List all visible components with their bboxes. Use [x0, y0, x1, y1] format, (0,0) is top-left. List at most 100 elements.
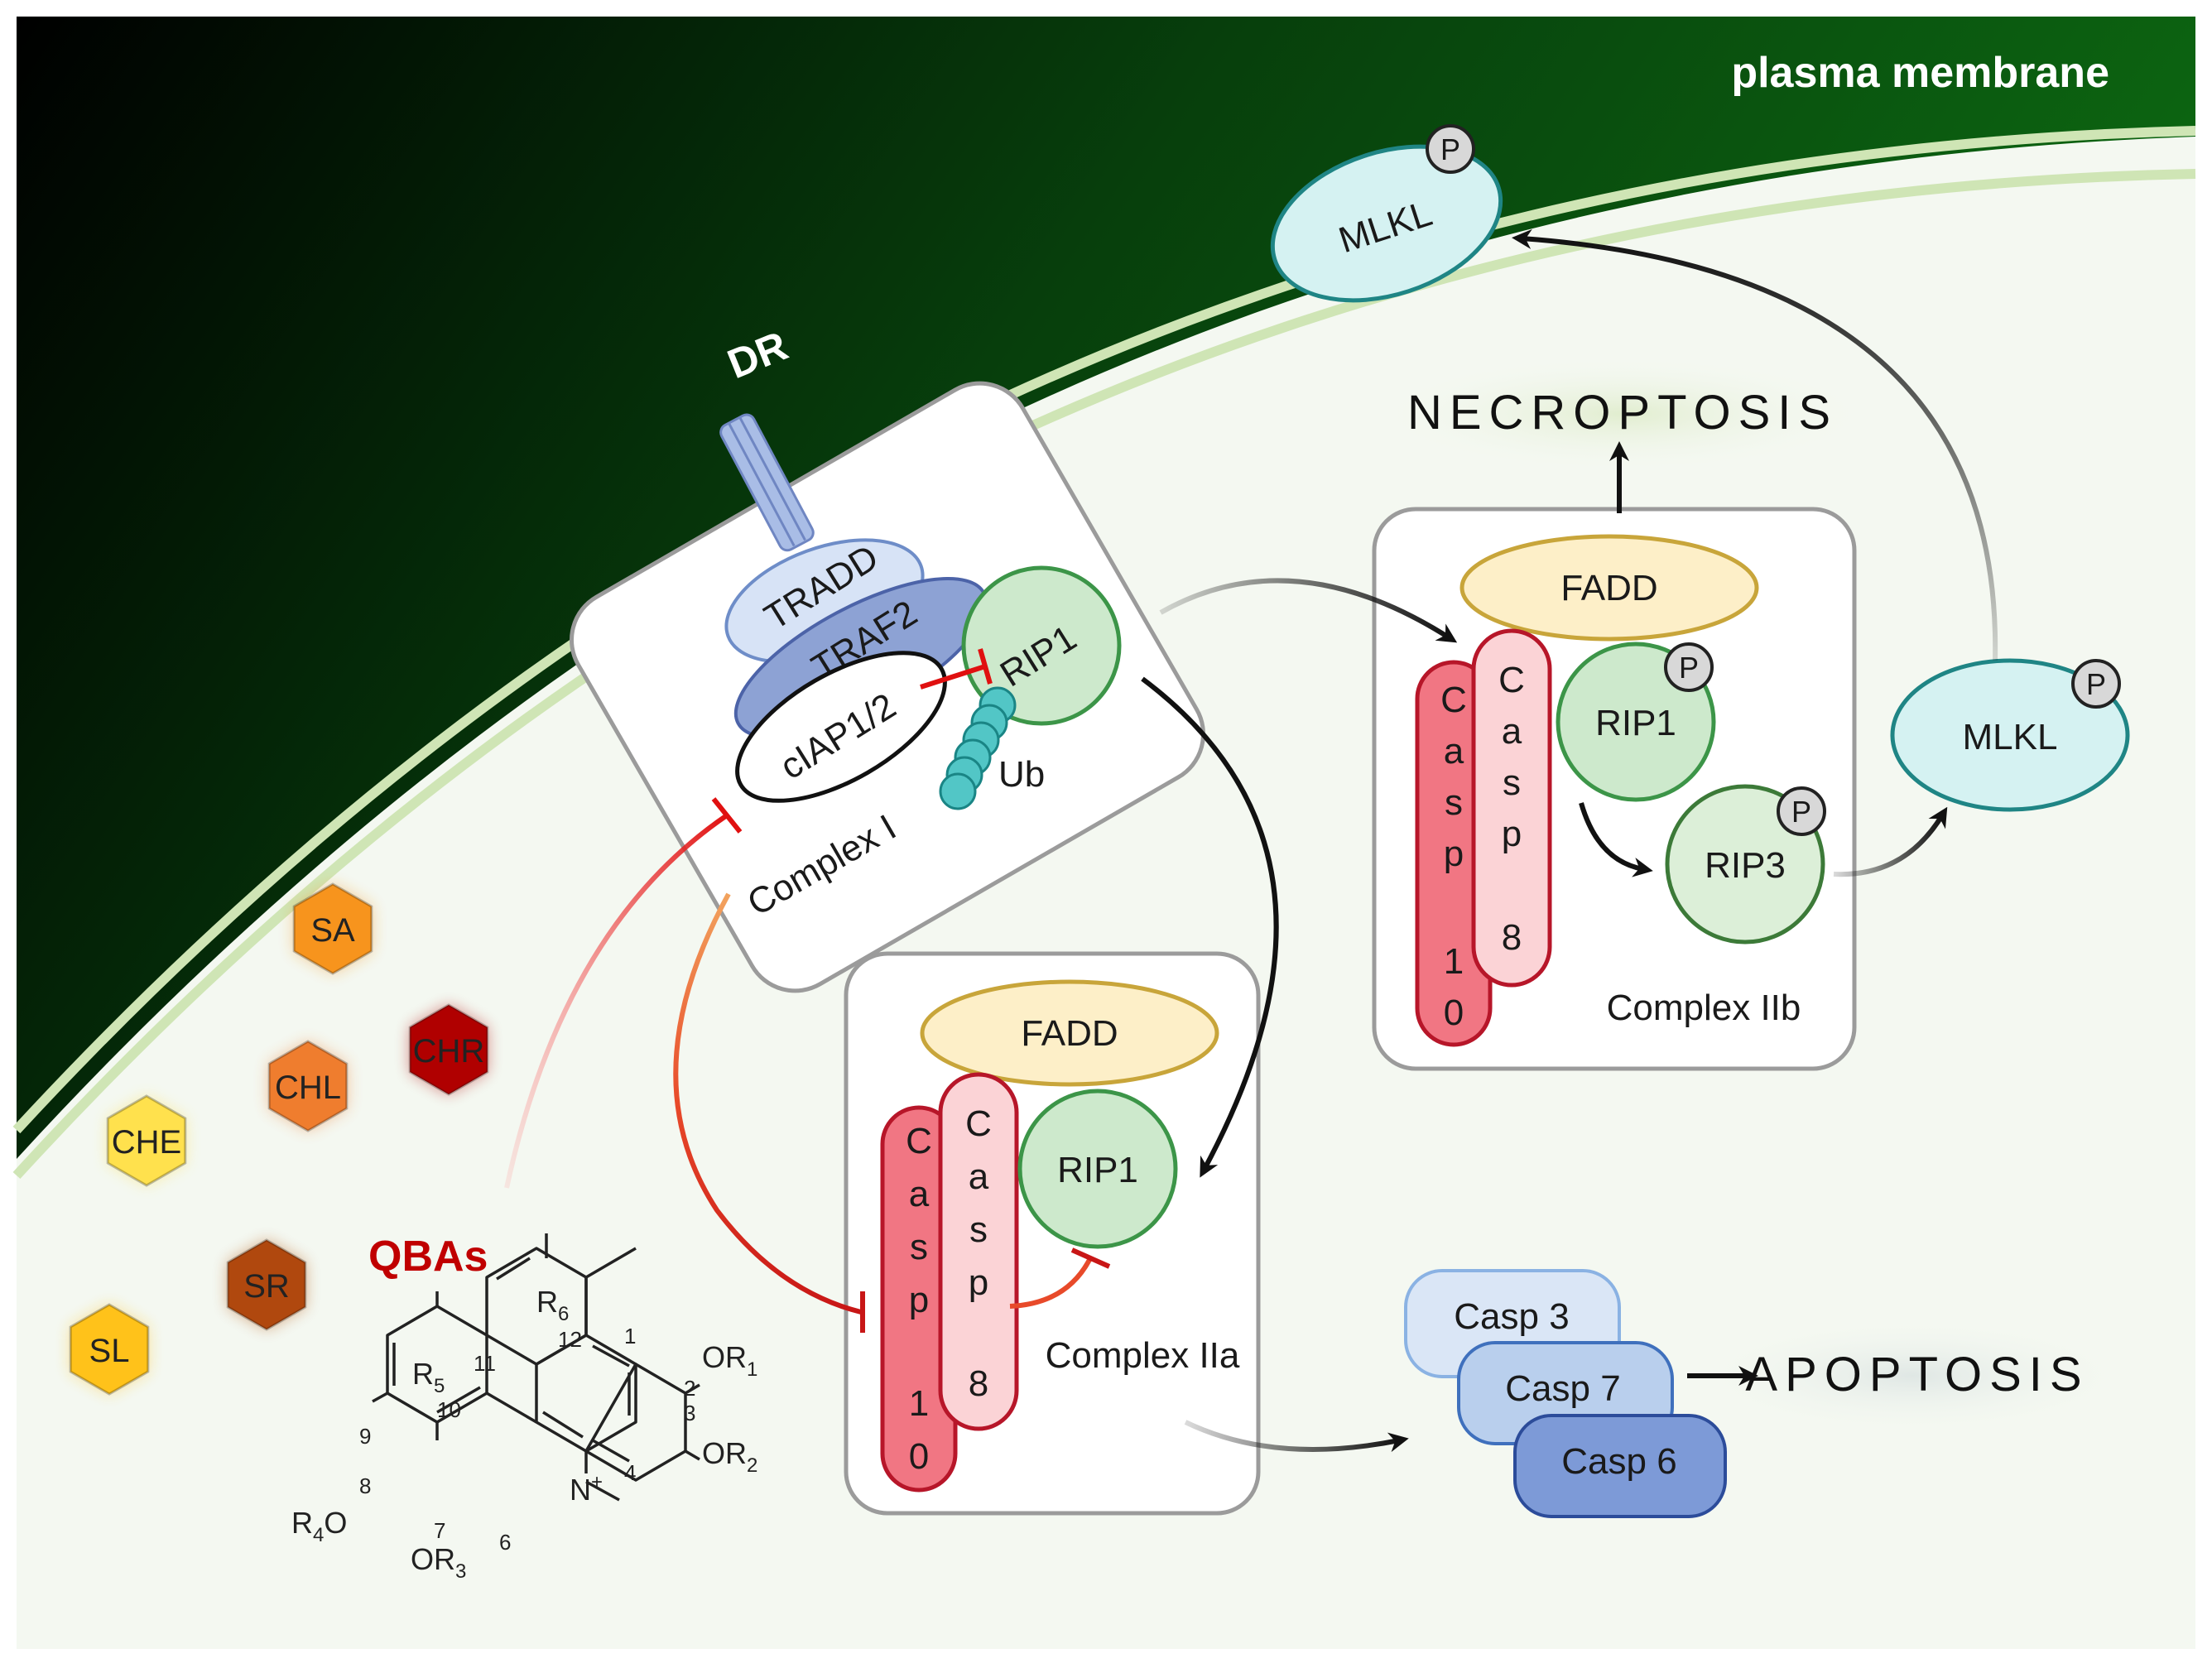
rip1-complex-iib-label: RIP1	[1595, 703, 1676, 743]
ciap-rip1-inhibition	[920, 664, 986, 690]
mlkl-membrane-phospho-badge	[1426, 124, 1475, 174]
necroptosis-label: NECROPTOSIS	[1407, 386, 1838, 440]
compound-label-sr: SR	[243, 1268, 290, 1305]
compound-label-chr: CHR	[413, 1033, 485, 1070]
ciap	[735, 651, 947, 803]
svg-text:p: p	[1502, 814, 1522, 854]
svg-text:P: P	[1791, 795, 1811, 829]
svg-text:a: a	[1444, 731, 1464, 772]
rip3-label: RIP3	[1705, 845, 1786, 886]
fadd-complex-iib	[1459, 534, 1759, 642]
fadd-complex-iib-label: FADD	[1560, 568, 1657, 608]
svg-text:P: P	[1679, 651, 1699, 685]
svg-text:8: 8	[969, 1363, 988, 1404]
complex-iib: FADD C a s p 1 0 C a s p 8 RIP1 P RIP3 P…	[1372, 507, 1857, 1071]
compound-hexagon-che	[106, 1094, 187, 1187]
compound-label-chl: CHL	[275, 1070, 341, 1106]
qba-to-ciap-inhibition	[504, 813, 729, 1189]
compound-hexagon-sa	[292, 882, 373, 975]
rip1-complex-iia	[1017, 1089, 1178, 1249]
fadd-complex-iia-label: FADD	[1021, 1013, 1118, 1054]
complex-iib-label: Complex IIb	[1607, 988, 1801, 1028]
fadd-complex-iia	[920, 979, 1219, 1087]
svg-text:1: 1	[624, 1324, 636, 1348]
mlkl-to-membrane-arrow	[1512, 228, 1998, 661]
svg-text:3: 3	[684, 1401, 695, 1425]
svg-text:OR1: OR1	[702, 1340, 757, 1381]
qbas-label: QBAs	[368, 1233, 488, 1281]
compound-label-sl: SL	[89, 1333, 130, 1369]
svg-text:R4O: R4O	[291, 1506, 347, 1546]
svg-text:12: 12	[558, 1327, 582, 1352]
compound-label-sa: SA	[310, 912, 355, 949]
svg-text:p: p	[969, 1262, 988, 1303]
casp8-rip1-inhibition	[1009, 1255, 1094, 1309]
svg-text:8: 8	[1502, 917, 1522, 958]
casp8-complex-iia	[938, 1072, 1019, 1431]
svg-text:R5: R5	[412, 1357, 445, 1397]
svg-text:C: C	[1498, 660, 1525, 700]
svg-text:1: 1	[1444, 941, 1464, 982]
svg-text:11: 11	[474, 1351, 496, 1376]
complex-iia: FADD C a s p 1 0 C a s p 8 RIP1 Complex …	[844, 951, 1261, 1516]
svg-text:9: 9	[359, 1424, 371, 1449]
rip1-phospho-badge	[1664, 642, 1714, 692]
svg-text:C: C	[906, 1121, 932, 1161]
ub-label: Ub	[998, 754, 1045, 795]
mlkl-cytosolic-label: MLKL	[1963, 717, 2058, 757]
apoptosis-label: APOPTOSIS	[1745, 1348, 2089, 1401]
svg-text:p: p	[909, 1280, 929, 1320]
rip1-complex-iia-label: RIP1	[1057, 1150, 1138, 1190]
complex-i-to-casp10-inhibition	[673, 892, 862, 1315]
svg-text:4: 4	[624, 1460, 636, 1485]
compound-hexagon-chr	[408, 1003, 489, 1096]
svg-text:s: s	[1445, 782, 1463, 823]
complex-iia-label: Complex IIa	[1046, 1335, 1240, 1376]
svg-text:8: 8	[359, 1473, 371, 1498]
svg-text:0: 0	[1444, 993, 1464, 1033]
complex-iia-to-caspases-arrow	[1184, 1420, 1409, 1453]
casp7-label: Casp 7	[1505, 1368, 1620, 1409]
qba-core-structure	[372, 1233, 700, 1502]
svg-text:2: 2	[684, 1376, 695, 1401]
svg-text:N+: N+	[570, 1471, 603, 1507]
complex-i-to-iia-arrow	[1141, 676, 1279, 1178]
mlkl-cytosolic	[1890, 658, 2130, 812]
casp3-label: Casp 3	[1454, 1296, 1569, 1337]
necroptosis-glow	[1374, 356, 1871, 472]
svg-text:OR2: OR2	[702, 1436, 757, 1477]
svg-text:10: 10	[437, 1397, 461, 1422]
svg-text:C: C	[965, 1103, 992, 1144]
casp6-label: Casp 6	[1561, 1441, 1676, 1482]
svg-text:OR3: OR3	[411, 1542, 466, 1583]
svg-text:s: s	[1503, 762, 1521, 803]
casp6	[1513, 1414, 1727, 1518]
compound-label-che: CHE	[112, 1124, 181, 1161]
compound-hexagon-chl	[267, 1040, 349, 1132]
compound-hexagon-sr	[226, 1238, 307, 1331]
svg-text:7: 7	[434, 1518, 445, 1543]
svg-text:6: 6	[499, 1530, 511, 1555]
mlkl-membrane	[1270, 144, 1503, 303]
svg-text:P: P	[1440, 132, 1460, 166]
rip3-to-mlkl-arrow	[1833, 806, 1948, 877]
plasma-membrane-label: plasma membrane	[1731, 49, 2109, 97]
rip1-to-rip3-arrow	[1579, 802, 1653, 877]
svg-text:a: a	[909, 1174, 930, 1214]
rip1-complex-i	[961, 565, 1122, 726]
apoptosis-glow	[1689, 1318, 2136, 1434]
mlkl-cytosolic-phospho-badge	[2071, 659, 2121, 709]
casp8-complex-iib	[1471, 628, 1552, 988]
rip3-phospho-badge	[1777, 786, 1826, 836]
svg-text:s: s	[910, 1227, 928, 1267]
svg-text:R6: R6	[536, 1285, 569, 1325]
death-receptor	[719, 413, 815, 552]
qba-compounds: SA CHL CHR CHE SR SL	[69, 882, 489, 1396]
extracellular-space	[17, 17, 2195, 1159]
complex-i: TRADD TRAF2 cIAP1/2 RIP1 Ub Complex I	[569, 381, 1206, 993]
svg-text:p: p	[1444, 834, 1464, 874]
svg-text:C: C	[1440, 680, 1467, 720]
svg-text:0: 0	[909, 1436, 929, 1477]
svg-text:a: a	[1502, 711, 1522, 752]
